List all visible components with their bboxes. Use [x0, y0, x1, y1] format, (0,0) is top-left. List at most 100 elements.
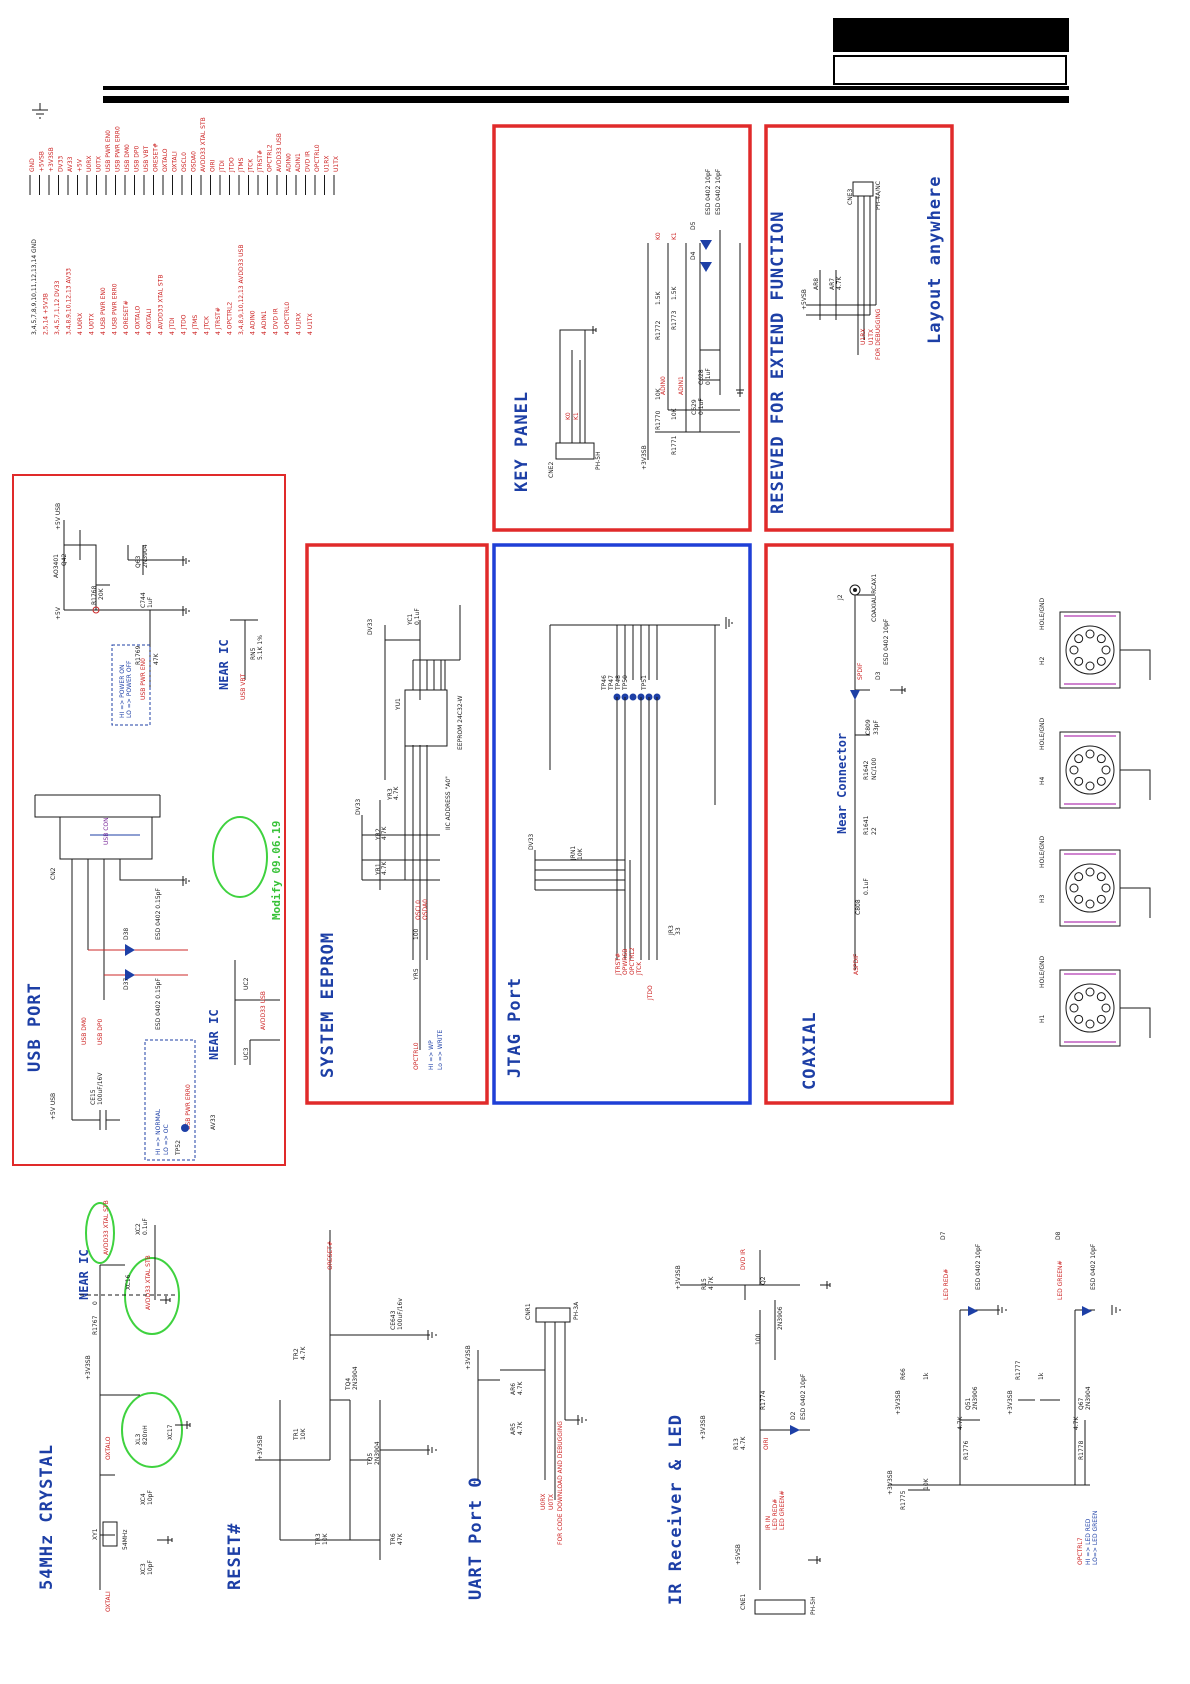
svg-text:JTRST#: JTRST#	[615, 953, 622, 976]
svg-text:+5V USB: +5V USB	[50, 1093, 57, 1120]
svg-text:R1776: R1776	[963, 1440, 970, 1460]
svg-text:LO=> LED GREEN: LO=> LED GREEN	[1092, 1511, 1099, 1565]
svg-text:YR2: YR2	[375, 828, 382, 841]
svg-text:TR3: TR3	[315, 1533, 322, 1546]
svg-text:ADIN1: ADIN1	[678, 376, 685, 395]
svg-text:1.5K: 1.5K	[655, 290, 662, 305]
svg-text:OSCL0: OSCL0	[415, 900, 422, 920]
svg-text:+5V USB: +5V USB	[55, 503, 62, 530]
svg-text:HI => WP: HI => WP	[428, 1040, 435, 1070]
svg-text:JR3: JR3	[668, 925, 675, 936]
annotation-ellipse	[85, 1202, 115, 1264]
svg-text:10K: 10K	[300, 1427, 307, 1440]
svg-text:CE15: CE15	[90, 1089, 97, 1105]
svg-text:AR6: AR6	[510, 1383, 517, 1395]
ir-led-title: IR Receiver & LED	[666, 1414, 686, 1605]
svg-text:33pF: 33pF	[873, 720, 880, 735]
svg-text:TP51: TP51	[641, 675, 648, 691]
svg-text:R66: R66	[900, 1368, 907, 1380]
svg-text:2N3904: 2N3904	[374, 1441, 381, 1465]
jtag-port-frame	[492, 543, 752, 1105]
svg-text:0.1uF: 0.1uF	[863, 878, 870, 895]
svg-text:LO => POWER OFF: LO => POWER OFF	[126, 660, 133, 718]
netlist-target-entry: ADIN0	[286, 153, 293, 172]
netlist-pin-entry: 4 DVD IR	[273, 308, 280, 335]
svg-text:D7: D7	[940, 1231, 947, 1240]
svg-text:Q63: Q63	[135, 555, 142, 568]
svg-text:5.1K 1%: 5.1K 1%	[257, 635, 264, 660]
title-block-black	[833, 18, 1069, 52]
hole-label: HOLE/GND	[1039, 955, 1046, 988]
modify-note: Modify 09.06.19	[270, 821, 283, 920]
coaxial-title: COAXIAL	[800, 1011, 820, 1090]
svg-text:0.1uF: 0.1uF	[414, 608, 421, 625]
netlist-target-entry: OPCTRL0	[314, 144, 321, 172]
svg-text:CN2: CN2	[50, 867, 57, 880]
svg-text:C809: C809	[865, 719, 872, 735]
svg-text:10pF: 10pF	[147, 1490, 154, 1505]
svg-text:OXTALO: OXTALO	[105, 1436, 112, 1460]
svg-text:ESD 0402 10pF: ESD 0402 10pF	[705, 168, 712, 215]
netlist-pin-entry: 4 JTDI	[169, 317, 176, 335]
ground-symbol	[32, 103, 48, 119]
svg-text:AVDD33 USB: AVDD33 USB	[260, 991, 267, 1030]
svg-text:AR7: AR7	[829, 278, 836, 290]
svg-text:54MHz: 54MHz	[122, 1530, 129, 1550]
netlist-pin-entry: 4 U1RX	[296, 313, 303, 335]
svg-text:USB DM0: USB DM0	[81, 1017, 88, 1045]
svg-text:UC2: UC2	[243, 977, 250, 990]
svg-text:10K: 10K	[577, 847, 584, 860]
netlist-target-entry: JTCK	[248, 158, 255, 173]
svg-text:R1641: R1641	[863, 815, 870, 835]
svg-text:1.5K: 1.5K	[671, 285, 678, 300]
netlist-pin-entry: 4 USB PWR ERR0	[112, 283, 119, 335]
svg-text:ESD 0402 0.15pF: ESD 0402 0.15pF	[155, 888, 162, 940]
svg-text:10K: 10K	[671, 407, 678, 420]
hole-designator: H1	[1039, 1014, 1046, 1023]
svg-text:R1769: R1769	[135, 645, 142, 665]
svg-text:100: 100	[755, 1333, 762, 1345]
svg-text:FOR CODE DOWNLOAD AND DEBUGGIN: FOR CODE DOWNLOAD AND DEBUGGING	[557, 1421, 564, 1545]
svg-text:ESD 0402 10pF: ESD 0402 10pF	[975, 1243, 982, 1290]
title-block-box	[833, 55, 1067, 85]
svg-text:0: 0	[92, 1301, 99, 1305]
uart-circuit: +3V3SB CNR1 PH-3A AR6 4.7K AR5 4.7K U0RX…	[465, 1301, 587, 1545]
svg-text:LED GREEN#: LED GREEN#	[1057, 1260, 1064, 1300]
netlist-target-entry: OSCL0	[181, 152, 188, 172]
netlist-target-entry: JTDO	[229, 157, 236, 173]
svg-text:PH-3A: PH-3A	[573, 1301, 580, 1320]
svg-text:+3V3SB: +3V3SB	[641, 445, 648, 470]
svg-text:LO => OC: LO => OC	[163, 1124, 170, 1155]
annotation-ellipse	[121, 1392, 183, 1468]
svg-text:ESD 0402 10pF: ESD 0402 10pF	[715, 168, 722, 215]
hole-label: HOLE/GND	[1039, 835, 1046, 868]
svg-text:AV33: AV33	[210, 1114, 217, 1130]
svg-text:Q51: Q51	[965, 1397, 972, 1410]
key-panel-frame	[492, 124, 752, 532]
svg-text:YR3: YR3	[387, 788, 394, 801]
netlist-target-entry: USB PWR EN0	[105, 130, 112, 172]
svg-text:47K: 47K	[397, 1532, 404, 1545]
netlist-target-entry: OIRI	[210, 159, 217, 172]
svg-text:C744: C744	[140, 592, 147, 608]
netlist-target-entry: AVDD33 USB	[276, 133, 283, 172]
near-ic-label: NEAR IC	[207, 1009, 221, 1060]
svg-text:USB PWR EN0: USB PWR EN0	[140, 658, 147, 700]
netlist-pin-entry: 4 JTDO	[181, 314, 188, 335]
svg-text:XC4: XC4	[140, 1493, 147, 1505]
svg-text:ESD 0402 10pF: ESD 0402 10pF	[1090, 1243, 1097, 1290]
key-panel-title: KEY PANEL	[512, 391, 532, 492]
coaxial-frame	[764, 543, 954, 1105]
near-ic-label: NEAR IC	[217, 639, 231, 690]
svg-text:AVDD33 XTAL STB: AVDD33 XTAL STB	[145, 1255, 152, 1310]
svg-text:10K: 10K	[322, 1532, 329, 1545]
svg-text:DVD IR: DVD IR	[740, 1249, 747, 1270]
header-rule-thick	[103, 96, 1069, 103]
svg-text:100: 100	[413, 928, 420, 940]
svg-text:YR5: YR5	[413, 968, 420, 981]
svg-text:R1767: R1767	[92, 1315, 99, 1335]
